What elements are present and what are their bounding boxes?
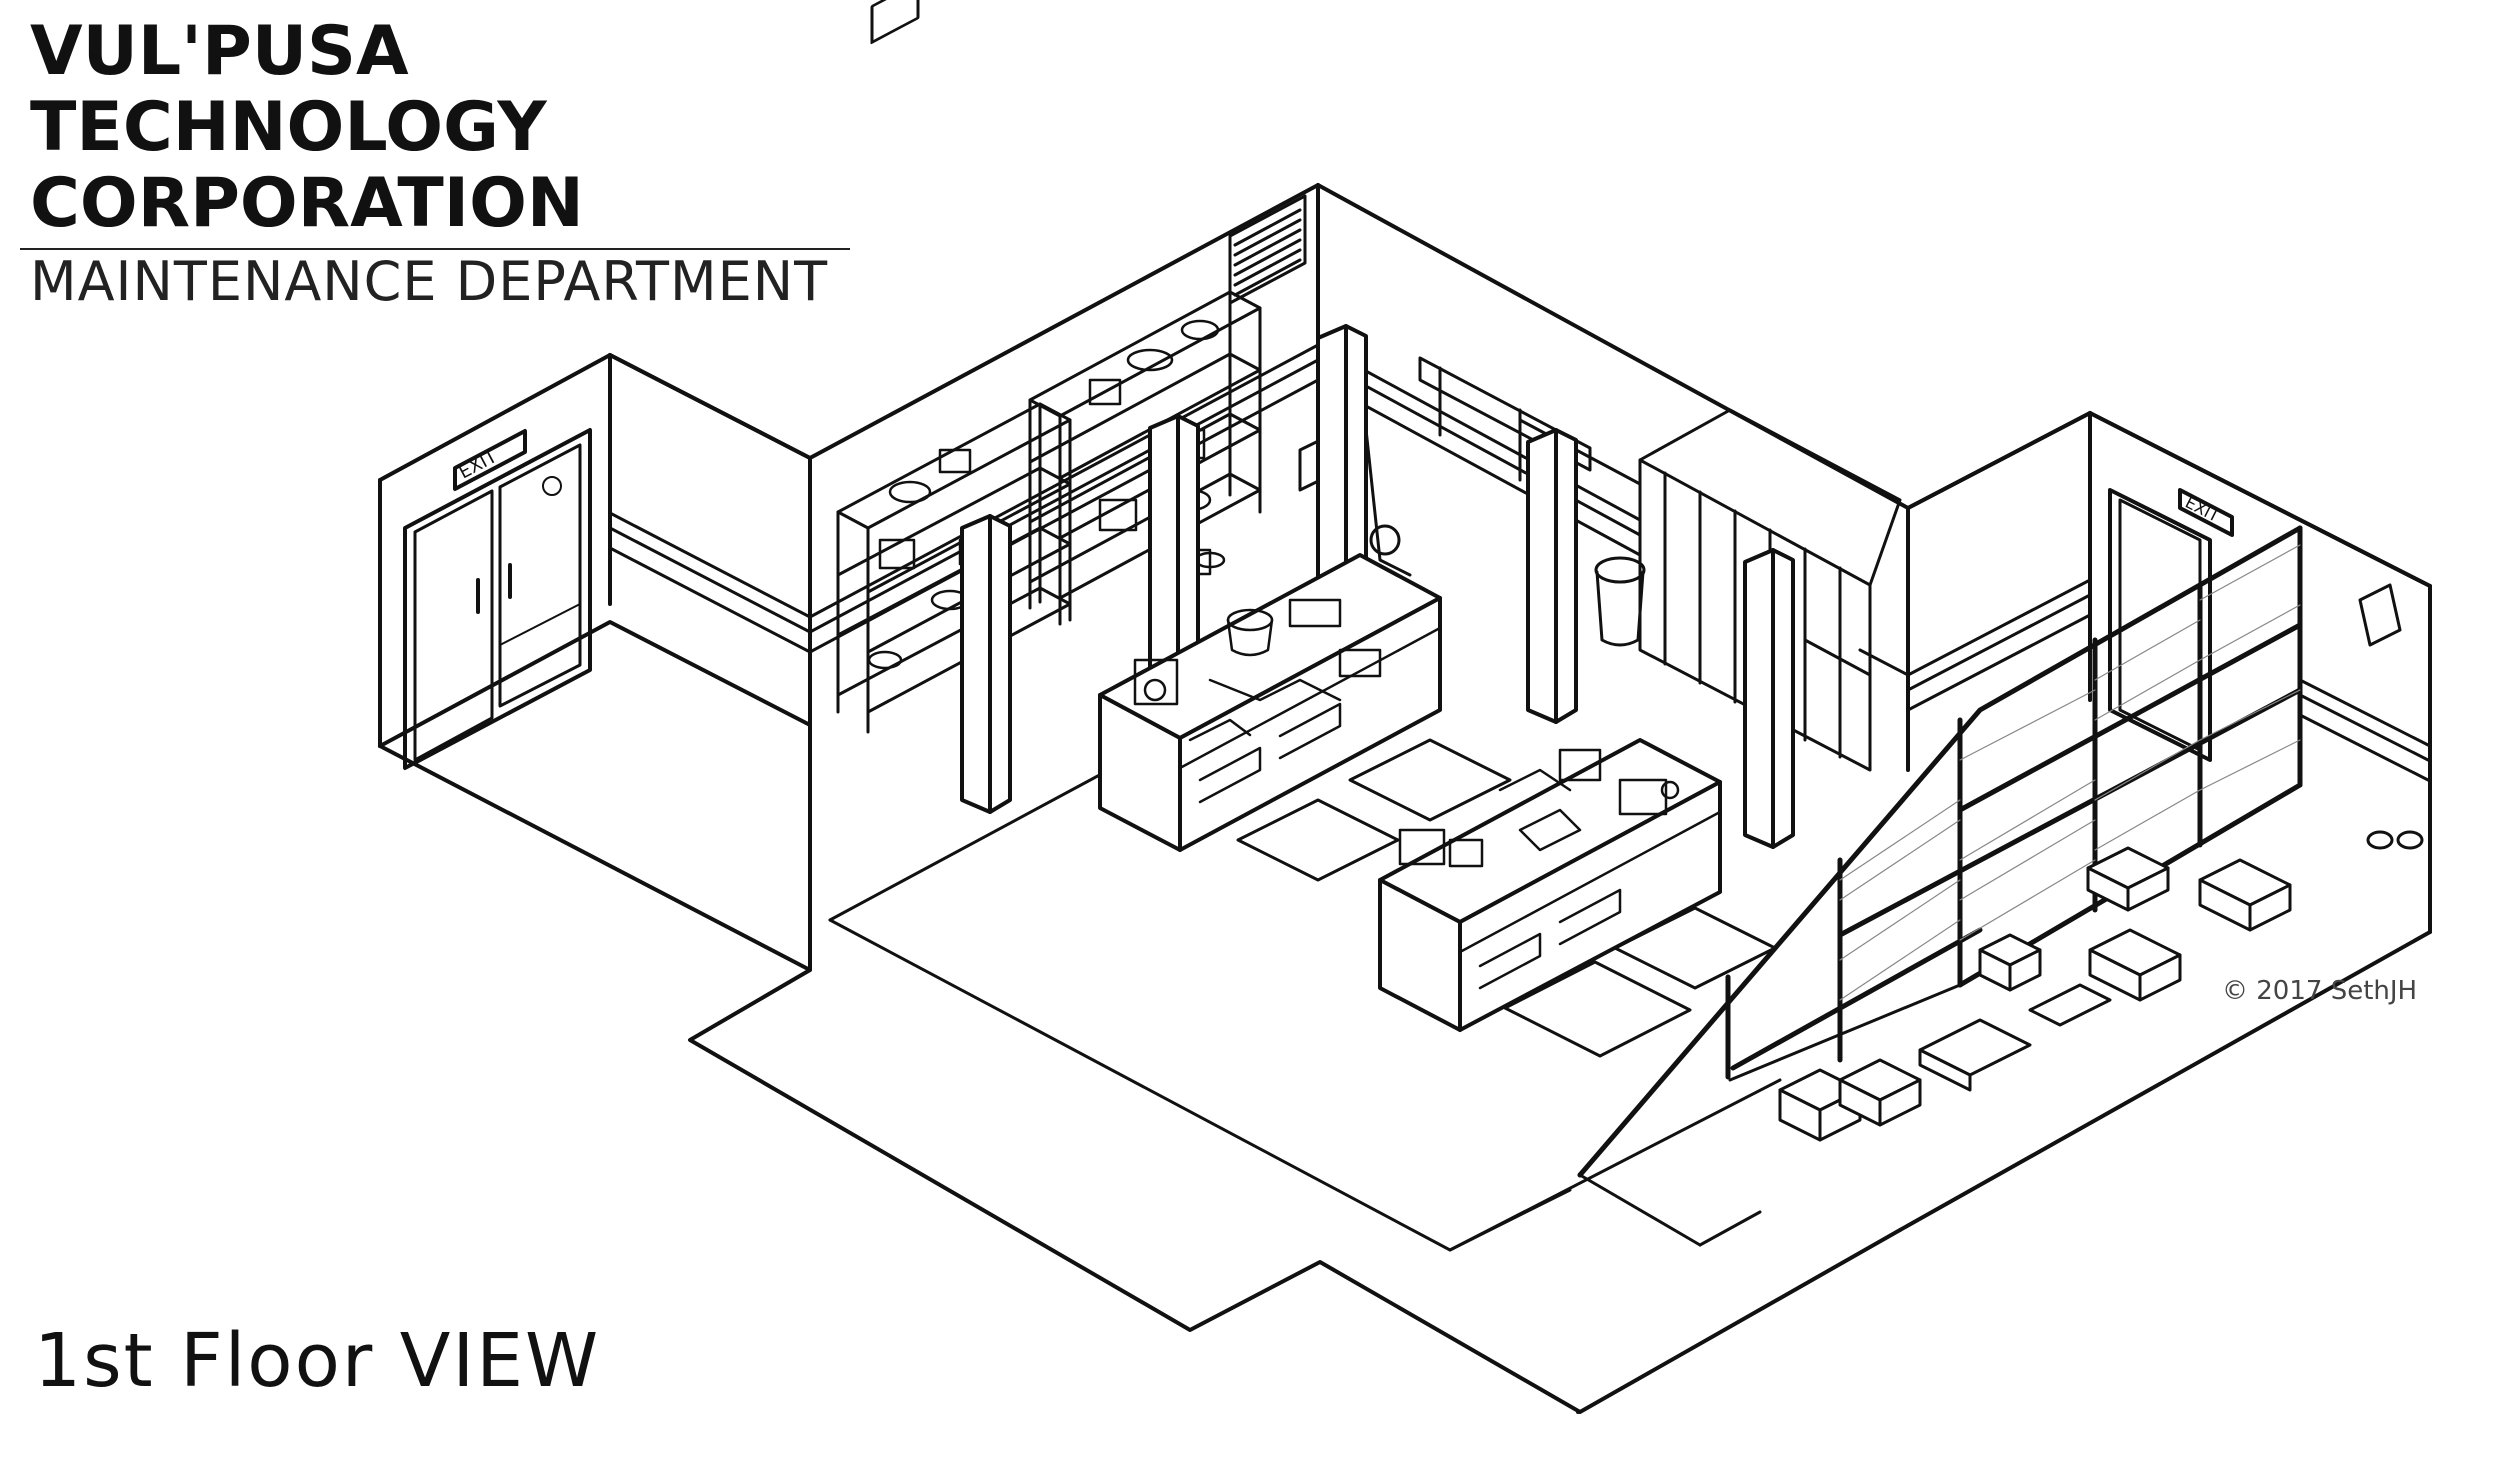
wall-vent [1228,194,1307,305]
lockers [1638,408,1902,772]
floor-view-label: 1st Floor VIEW [34,1318,601,1404]
pillar [960,514,1012,814]
pillar [1743,548,1795,849]
workbench-2 [1378,738,1722,1032]
trash-can [1594,556,1646,647]
left-double-door [403,428,592,770]
workbench-2-items [1398,748,1680,868]
floor-rug-outline [828,762,1782,1252]
back-walls [378,183,2432,862]
subtitle: MAINTENANCE DEPARTMENT [30,250,829,313]
title-line-1: VUL'PUSA TECHNOLOGY [30,12,547,167]
shelving-unit-right [1028,290,1262,626]
copyright-notice: © 2017 SethJH [2222,976,2418,1006]
workbench-1-items [1133,598,1382,742]
floor-seam [1578,1173,1762,1247]
tool-rack [1298,356,1642,577]
exit-sign-left [453,429,562,496]
storage-boxes [1778,583,2424,1142]
title-line-2: CORPORATION [30,164,584,243]
pillar [1526,428,1578,724]
title-block: VUL'PUSA TECHNOLOGY CORPORATION MAINTENA… [20,14,850,314]
cage-mesh [1839,544,2301,1001]
workbench-1 [1098,553,1442,852]
title-divider [20,248,850,250]
shelving-unit-left [836,0,1072,734]
